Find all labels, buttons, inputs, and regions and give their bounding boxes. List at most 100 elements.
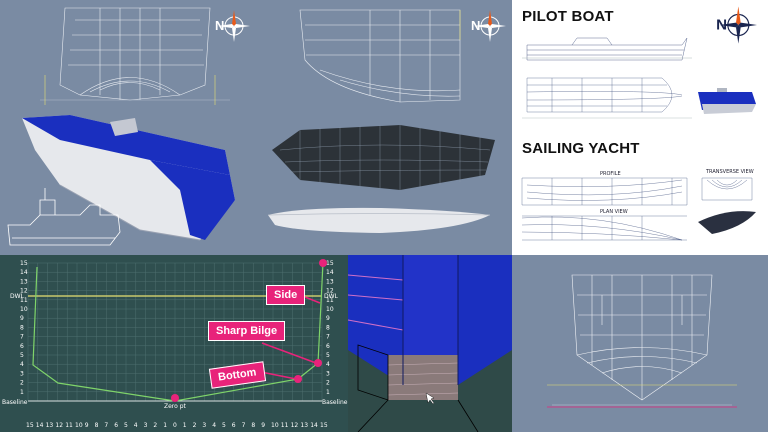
sharp-bilge-callout: Sharp Bilge <box>208 321 286 341</box>
profile-lines-drawing <box>299 9 461 103</box>
compass-logo-3: N <box>712 4 760 46</box>
yacht-hull-render <box>267 207 491 233</box>
y-tick-label-right: 14 <box>326 269 334 276</box>
y-tick-label-left: 9 <box>20 315 24 322</box>
x-tick-label: 1 <box>163 422 167 429</box>
y-tick-label-right: 2 <box>326 380 330 387</box>
plan-sub-label: PLAN VIEW <box>600 209 628 215</box>
body-plan-panel <box>512 255 768 432</box>
compass-letter-2: N <box>471 18 480 33</box>
hull-renders-canvas <box>7 7 495 246</box>
yacht-plan-drawing <box>521 215 687 241</box>
body-plan-drawing <box>40 7 230 105</box>
ship-sketch <box>7 188 121 246</box>
x-tick-label: 4 <box>212 422 216 429</box>
drawings-sheet-panel: PILOT BOAT N <box>512 0 768 255</box>
transverse-sub-label: TRANSVERSE VIEW <box>705 169 754 175</box>
pilot-hull-render <box>22 115 235 241</box>
y-tick-label-right: 7 <box>326 334 330 341</box>
x-tick-label: 2 <box>193 422 197 429</box>
side-point-marker[interactable] <box>319 259 327 267</box>
x-tick-label: 13 <box>46 422 54 429</box>
y-tick-label-left: 12 <box>20 288 28 295</box>
x-tick-label: 0 <box>173 422 177 429</box>
y-tick-label-left: 10 <box>20 306 28 313</box>
body-plan-canvas <box>547 274 737 408</box>
y-tick-label-left: 13 <box>20 278 28 285</box>
wireframe-hull-render <box>272 125 495 190</box>
pilot-mini-render <box>698 88 756 114</box>
y-tick-label-right: 13 <box>326 278 334 285</box>
y-tick-label-left: 6 <box>20 343 24 350</box>
deck-surface <box>388 355 458 400</box>
hull-front-panel <box>403 255 458 385</box>
y-tick-label-left: 14 <box>20 269 28 276</box>
x-tick-label: 7 <box>104 422 108 429</box>
y-tick-label-right: 6 <box>326 343 330 350</box>
x-tick-label: 15 <box>26 422 34 429</box>
y-tick-label-right: 8 <box>326 324 330 331</box>
y-tick-label-left: 5 <box>20 352 24 359</box>
y-tick-label-left: 2 <box>20 380 24 387</box>
x-tick-label: 12 <box>291 422 299 429</box>
x-tick-label: 2 <box>153 422 157 429</box>
y-tick-label-left: 11 <box>20 297 28 304</box>
x-tick-label: 6 <box>232 422 236 429</box>
pilot-plan-drawing <box>522 77 692 119</box>
side-callout: Side <box>266 285 306 305</box>
x-tick-label: 11 <box>281 422 289 429</box>
y-tick-label-left: 1 <box>20 389 24 396</box>
x-tick-label: 15 <box>320 422 328 429</box>
baseline-label-right: Baseline <box>322 399 348 406</box>
y-tick-label-right: 1 <box>326 389 330 396</box>
x-tick-label: 1 <box>183 422 187 429</box>
baseline-label-left: Baseline <box>2 399 28 406</box>
x-tick-label: 14 <box>36 422 44 429</box>
sailing-yacht-title: SAILING YACHT <box>522 140 640 157</box>
yacht-transverse-drawing <box>701 177 753 201</box>
x-tick-label: 6 <box>114 422 118 429</box>
profile-sub-label: PROFILE <box>600 171 621 177</box>
y-tick-label-right: 5 <box>326 352 330 359</box>
sharp-bilge-marker[interactable] <box>314 359 322 367</box>
y-tick-label-right: 9 <box>326 315 330 322</box>
y-tick-label-left: 15 <box>20 260 28 267</box>
y-tick-label-right: 4 <box>326 361 330 368</box>
hull-3d-canvas <box>348 255 512 432</box>
y-tick-label-left: 3 <box>20 370 24 377</box>
pilot-profile-drawing <box>522 37 692 61</box>
y-tick-label-right: 3 <box>326 370 330 377</box>
y-tick-label-left: 4 <box>20 361 24 368</box>
mouse-cursor <box>425 392 435 405</box>
yacht-profile-drawing <box>521 177 688 206</box>
zero-point-label: Zero pt <box>164 403 187 410</box>
compass-logo-2: N <box>468 8 508 44</box>
dwl-label-left: DWL <box>10 293 25 300</box>
bottom-point-marker[interactable] <box>294 375 302 383</box>
x-tick-label: 12 <box>55 422 63 429</box>
compass-letter-3: N <box>716 17 727 34</box>
x-tick-label: 9 <box>261 422 265 429</box>
compass-logo: N <box>212 8 252 44</box>
x-tick-label: 10 <box>271 422 279 429</box>
x-tick-label: 5 <box>222 422 226 429</box>
zero-point-marker[interactable] <box>171 394 179 402</box>
x-tick-label: 13 <box>300 422 308 429</box>
x-tick-label: 4 <box>134 422 138 429</box>
y-tick-label-right: 10 <box>326 306 334 313</box>
compass-letter: N <box>215 18 224 33</box>
hull-3d-view-panel <box>348 255 512 432</box>
hull-renders-panel: N N <box>0 0 512 255</box>
yacht-mini-render <box>698 211 756 234</box>
y-tick-label-left: 8 <box>20 324 24 331</box>
x-tick-label: 8 <box>251 422 255 429</box>
x-tick-label: 10 <box>75 422 83 429</box>
dwl-label-right: DWL <box>324 293 339 300</box>
x-tick-label: 7 <box>242 422 246 429</box>
x-tick-label: 14 <box>310 422 318 429</box>
